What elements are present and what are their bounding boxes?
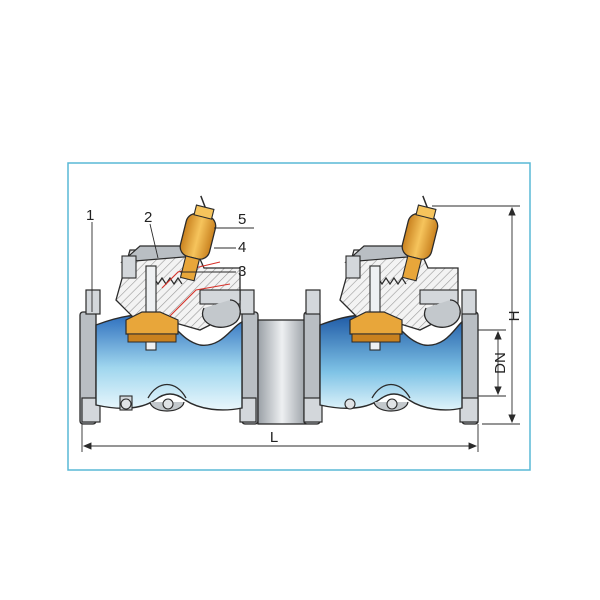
callout-leaders bbox=[91, 222, 254, 312]
callout-3: 3 bbox=[238, 263, 246, 280]
right-drain-plug bbox=[344, 398, 356, 410]
dimension-l-label: L bbox=[270, 429, 278, 446]
callout-2: 2 bbox=[144, 209, 152, 226]
callout-1: 1 bbox=[86, 207, 94, 224]
left-stem bbox=[145, 265, 157, 351]
dimension-lines bbox=[81, 205, 520, 452]
dimension-dn-label: DN bbox=[492, 352, 509, 374]
left-valve bbox=[79, 195, 259, 425]
dimension-h-label: H bbox=[506, 311, 523, 322]
callout-5: 5 bbox=[238, 211, 246, 228]
connecting-spool bbox=[257, 289, 323, 425]
right-disc bbox=[349, 311, 403, 335]
left-drain-plug bbox=[120, 398, 132, 410]
right-pilot-actuator bbox=[401, 195, 439, 282]
callout-4: 4 bbox=[238, 239, 246, 256]
right-stem bbox=[369, 265, 381, 351]
left-pilot-actuator bbox=[179, 195, 217, 282]
right-valve bbox=[319, 195, 479, 425]
left-disc bbox=[125, 311, 179, 335]
